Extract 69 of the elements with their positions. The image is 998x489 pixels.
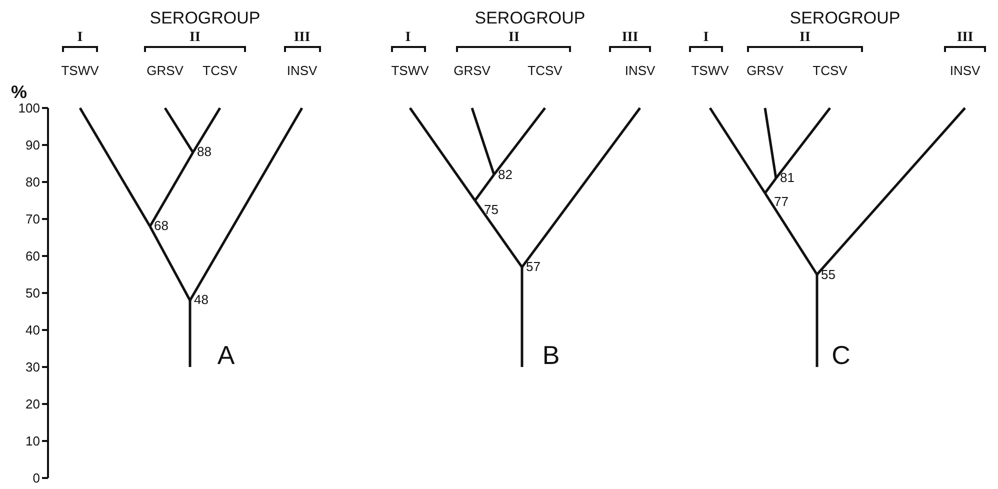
serogroup-numeral: II [800, 31, 810, 45]
similarity-value: 81 [780, 170, 794, 186]
virus-label: GRSV [454, 63, 490, 78]
serogroup-heading: SEROGROUP [474, 10, 586, 26]
virus-label: TCSV [528, 63, 562, 78]
trunk-line [188, 300, 192, 367]
virus-label: TSWV [391, 63, 429, 78]
branch-line [764, 108, 778, 178]
similarity-value: 75 [484, 202, 498, 216]
similarity-value: 77 [774, 194, 788, 210]
panel-letter: C [832, 342, 850, 368]
branch-line [474, 174, 495, 202]
serogroup-numeral: I [703, 31, 709, 45]
axis-tick-label: 0 [32, 472, 40, 484]
panel-letter: A [217, 342, 235, 368]
virus-label: TCSV [812, 63, 848, 78]
axis-tick-label: 90 [26, 138, 40, 152]
branch-line [188, 107, 304, 302]
similarity-value: 88 [197, 144, 212, 160]
axis-tick-label: 100 [18, 102, 40, 114]
virus-label: INSV [624, 63, 656, 78]
similarity-value: 48 [194, 292, 208, 308]
branch-line [764, 192, 818, 276]
axis-tick-label: 10 [26, 434, 40, 448]
axis-tick-label: 80 [26, 176, 40, 188]
virus-label: INSV [286, 63, 318, 78]
serogroup-numeral: III [294, 31, 310, 45]
serogroup-numeral: II [190, 31, 200, 45]
serogroup-numeral: II [508, 31, 520, 45]
branch-line [708, 107, 766, 194]
serogroup-heading: SEROGROUP [150, 10, 260, 26]
axis-tick-label: 60 [26, 250, 40, 262]
branch-line [474, 200, 524, 268]
similarity-value: 57 [526, 259, 540, 274]
similarity-value: 82 [498, 166, 512, 182]
axis-tick-label: 40 [26, 324, 40, 336]
branch-line [764, 178, 777, 194]
axis-tick-label: 30 [26, 360, 40, 374]
branch-line [493, 107, 546, 176]
similarity-value: 68 [154, 218, 168, 234]
branch-line [148, 226, 192, 301]
branch-line [408, 107, 476, 202]
branch-line [148, 152, 194, 228]
panel-letter: B [542, 342, 560, 368]
branch-line [164, 107, 194, 154]
serogroup-numeral: I [405, 31, 411, 45]
branch-line [470, 108, 496, 175]
branch-line [192, 107, 222, 154]
branch-line [775, 107, 831, 180]
trunk-line [816, 274, 818, 367]
virus-label: TSWV [61, 63, 99, 78]
virus-label: TSWV [691, 63, 729, 78]
axis-unit: % [11, 83, 27, 101]
serogroup-numeral: III [956, 31, 974, 45]
virus-label: TCSV [202, 63, 238, 78]
serogroup-heading: SEROGROUP [790, 10, 900, 26]
branch-line [521, 107, 641, 268]
axis-tick-label: 20 [26, 398, 40, 410]
virus-label: GRSV [146, 63, 184, 78]
trunk-line [520, 267, 524, 367]
virus-label: GRSV [746, 63, 784, 78]
serogroup-numeral: I [77, 31, 83, 45]
branch-line [816, 107, 966, 276]
branch-line [78, 107, 152, 228]
axis-tick-label: 70 [26, 212, 40, 226]
axis-tick-label: 50 [26, 286, 40, 300]
similarity-value: 55 [821, 266, 836, 282]
virus-label: INSV [950, 63, 980, 78]
serogroup-numeral: III [622, 31, 638, 45]
